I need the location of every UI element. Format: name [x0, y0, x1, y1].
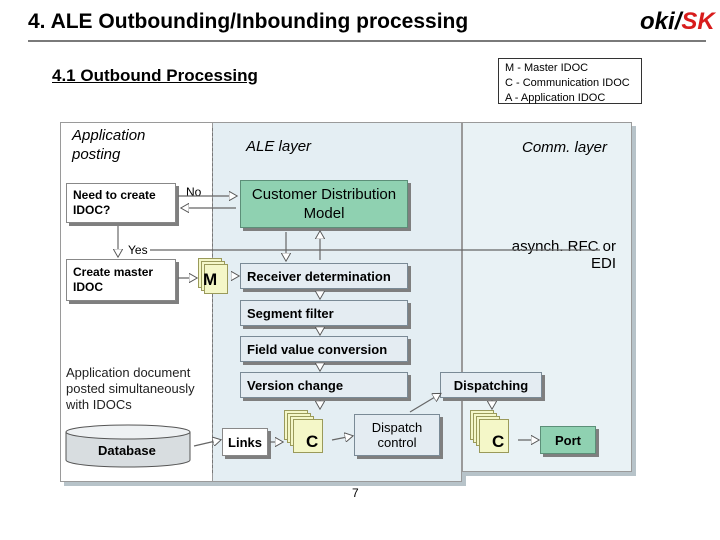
page-number: 7	[352, 486, 359, 500]
master-idoc-letter: M	[203, 270, 218, 289]
legend-item-c: C - Communication IDOC	[505, 77, 630, 89]
legend-box: M - Master IDOC C - Communication IDOC A…	[498, 58, 642, 104]
title-divider	[28, 40, 706, 42]
comm-idoc-letter-1: C	[306, 432, 319, 451]
master-idoc-stack	[198, 258, 234, 298]
ale-layer-label: ALE layer	[246, 138, 312, 155]
logo-oki: oki	[640, 8, 675, 35]
legend-item-m: M - Master IDOC	[505, 62, 589, 74]
port-box: Port	[540, 426, 596, 454]
need-idoc-decision: Need to create IDOC?	[66, 183, 176, 223]
customer-distribution-model-box: Customer Distribution Model	[240, 180, 408, 228]
page-title: 4. ALE Outbounding/Inbounding processing	[28, 10, 469, 33]
comm-layer-label: Comm. layer	[522, 139, 608, 156]
column-separator	[212, 128, 213, 473]
logo-sk: SK	[681, 8, 715, 35]
database-label: Database	[98, 443, 156, 458]
receiver-determination-box: Receiver determination	[240, 263, 408, 289]
comm-idoc-stack-2	[470, 410, 516, 456]
legend-item-a: A - Application IDOC	[505, 92, 606, 104]
application-posting-label: Application posting	[72, 127, 146, 163]
database-icon	[65, 424, 191, 468]
segment-filter-box: Segment filter	[240, 300, 408, 326]
dispatching-box: Dispatching	[440, 372, 542, 398]
field-value-conversion-box: Field value conversion	[240, 336, 408, 362]
app-doc-note: Application document posted simultaneous…	[66, 365, 195, 412]
comm-idoc-stack-1	[284, 410, 330, 456]
async-rfc-edi-label: asynch. RFC or EDI	[511, 238, 616, 272]
section-subtitle: 4.1 Outbound Processing	[52, 66, 258, 85]
company-logo: oki/SK	[640, 8, 715, 35]
comm-idoc-letter-2: C	[492, 432, 505, 451]
create-master-idoc-box: Create master IDOC	[66, 259, 176, 301]
version-change-box: Version change	[240, 372, 408, 398]
no-label: No	[186, 185, 202, 199]
yes-label: Yes	[128, 243, 148, 257]
dispatch-control-box: Dispatch control	[354, 414, 440, 456]
links-box: Links	[222, 428, 268, 456]
